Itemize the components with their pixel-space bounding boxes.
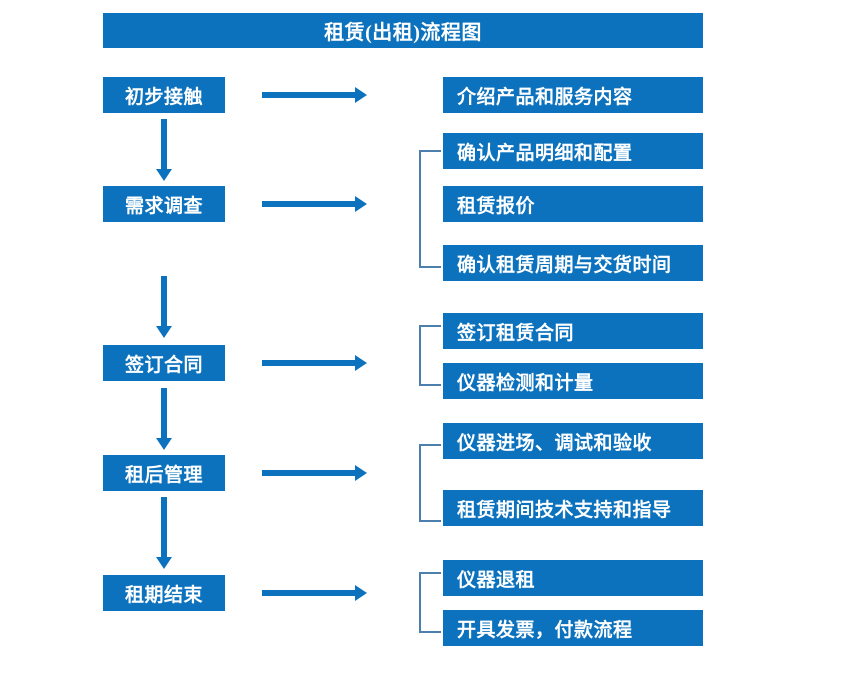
- arrow-shaft: [161, 119, 167, 169]
- stage-box-4[interactable]: 租后管理: [103, 455, 225, 491]
- detail-box-5-2[interactable]: 开具发票，付款流程: [443, 610, 703, 646]
- arrow-head: [355, 585, 367, 601]
- detail-box-3-1[interactable]: 签订租赁合同: [443, 313, 703, 349]
- detail-box-1-1[interactable]: 介绍产品和服务内容: [443, 77, 703, 113]
- arrow-shaft: [161, 276, 167, 326]
- arrow-right-2: [262, 195, 367, 213]
- arrow-right-5: [262, 584, 367, 602]
- arrow-shaft: [262, 92, 355, 98]
- arrow-right-4: [262, 464, 367, 482]
- arrow-head: [355, 465, 367, 481]
- stage-box-3[interactable]: 签订合同: [103, 345, 225, 381]
- detail-box-4-2[interactable]: 租赁期间技术支持和指导: [443, 490, 703, 526]
- stage-box-1[interactable]: 初步接触: [103, 77, 225, 113]
- stage-box-5[interactable]: 租期结束: [103, 575, 225, 611]
- diagram-title: 租赁(出租)流程图: [103, 13, 703, 48]
- arrow-right-1: [262, 86, 367, 104]
- arrow-down-4: [155, 497, 173, 569]
- arrow-down-3: [155, 388, 173, 450]
- arrow-head: [355, 196, 367, 212]
- stage-box-2[interactable]: 需求调查: [103, 186, 225, 222]
- detail-box-2-1[interactable]: 确认产品明细和配置: [443, 133, 703, 169]
- group-bracket-3: [419, 325, 441, 386]
- arrow-head: [156, 169, 172, 181]
- arrow-right-3: [262, 354, 367, 372]
- detail-box-4-1[interactable]: 仪器进场、调试和验收: [443, 423, 703, 459]
- arrow-shaft: [262, 360, 355, 366]
- arrow-shaft: [262, 470, 355, 476]
- detail-box-3-2[interactable]: 仪器检测和计量: [443, 363, 703, 399]
- arrow-shaft: [161, 497, 167, 557]
- arrow-head: [355, 355, 367, 371]
- arrow-head: [156, 438, 172, 450]
- detail-box-2-3[interactable]: 确认租赁周期与交货时间: [443, 245, 703, 281]
- arrow-head: [355, 87, 367, 103]
- arrow-shaft: [262, 590, 355, 596]
- arrow-head: [156, 557, 172, 569]
- arrow-head: [156, 326, 172, 338]
- group-bracket-4: [419, 444, 441, 522]
- arrow-shaft: [262, 201, 355, 207]
- arrow-down-1: [155, 119, 173, 181]
- arrow-shaft: [161, 388, 167, 438]
- group-bracket-2: [419, 150, 441, 268]
- arrow-down-2: [155, 276, 173, 338]
- group-bracket-5: [419, 572, 441, 633]
- detail-box-5-1[interactable]: 仪器退租: [443, 560, 703, 596]
- detail-box-2-2[interactable]: 租赁报价: [443, 186, 703, 222]
